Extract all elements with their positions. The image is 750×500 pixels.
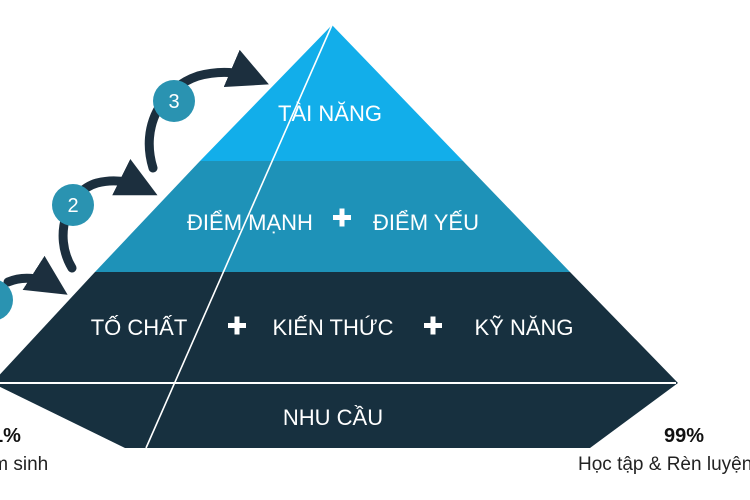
curved-arrow-icon [58, 159, 158, 273]
lower-tier-right-label: KỸ NĂNG [474, 315, 573, 340]
right-percent: 99% [664, 425, 704, 447]
top-tier-label: TÀI NĂNG [278, 101, 382, 126]
pyramid-tier-lower [0, 272, 678, 383]
left-caption: Bẩm sinh [0, 454, 48, 475]
plus-icon [228, 316, 246, 335]
left-percent: 1% [0, 425, 21, 447]
right-caption: Học tập & Rèn luyện [578, 454, 750, 475]
middle-tier-left-label: ĐIỂM MẠNH [187, 210, 313, 235]
base-label: NHU CẦU [283, 405, 383, 430]
pyramid-base [0, 383, 678, 448]
plus-icon [424, 316, 442, 335]
lower-tier-center-label: KIẾN THỨC [272, 315, 393, 340]
step-3-badge: 3 [153, 80, 195, 122]
plus-icon [333, 208, 351, 227]
lower-tier-left-label: TỐ CHẤT [91, 314, 188, 340]
pyramid-tier-middle [95, 161, 570, 272]
curved-arrow-icon [144, 49, 269, 173]
middle-tier-right-label: ĐIỂM YẾU [373, 210, 479, 235]
step-1-badge [0, 280, 13, 320]
step-2-number: 2 [67, 195, 78, 217]
curved-arrow-icon [3, 255, 68, 295]
diagonal-divider-line [145, 24, 333, 449]
step-2-badge: 2 [52, 184, 94, 226]
pyramid-tier-top [200, 25, 463, 161]
step-3-number: 3 [168, 91, 179, 113]
